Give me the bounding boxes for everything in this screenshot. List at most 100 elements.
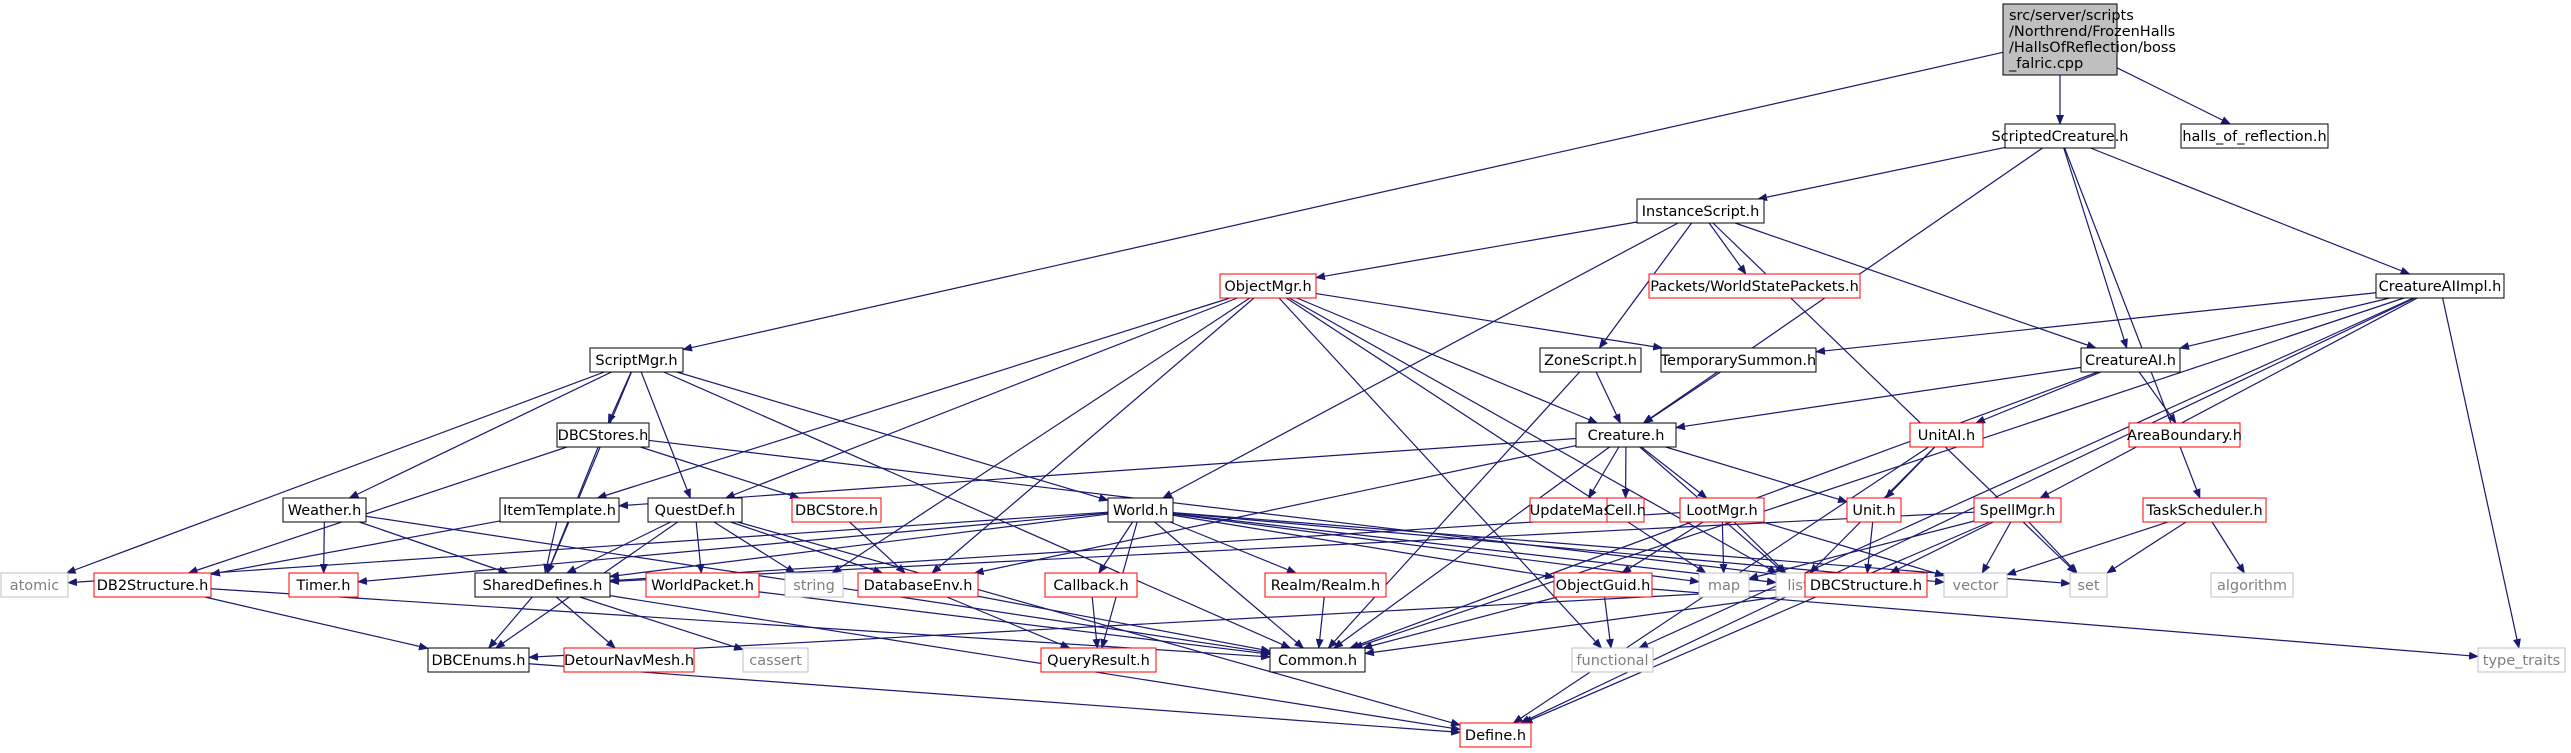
edge-scriptmgr-to-common [663, 371, 1292, 649]
node-dbcstore[interactable]: DBCStore.h [791, 497, 882, 523]
node-define[interactable]: Define.h [1459, 722, 1532, 748]
node-type_traits[interactable]: type_traits [2477, 647, 2566, 673]
node-dbcstructure[interactable]: DBCStructure.h [1804, 572, 1928, 598]
node-halls_of_reflection[interactable]: halls_of_reflection.h [2180, 123, 2329, 149]
edge-world-to-realm [1169, 521, 1297, 574]
edge-realm-to-common [1315, 596, 1325, 649]
node-common[interactable]: Common.h [1269, 647, 1366, 673]
node-cell[interactable]: Cell.h [1605, 497, 1646, 523]
node-string[interactable]: string [784, 572, 844, 598]
node-realm[interactable]: Realm/Realm.h [1264, 572, 1387, 598]
edge-weather-to-timer [319, 521, 328, 574]
node-label: Define.h [1465, 728, 1526, 744]
node-questdef[interactable]: QuestDef.h [647, 497, 743, 523]
edge-world-to-vector [1172, 512, 1945, 586]
node-map[interactable]: map [1698, 572, 1750, 598]
node-areaboundary[interactable]: AreaBoundary.h [2127, 422, 2242, 448]
node-detournavmesh[interactable]: DetourNavMesh.h [563, 647, 695, 673]
node-callback[interactable]: Callback.h [1044, 572, 1138, 598]
node-creatureai[interactable]: CreatureAI.h [2080, 347, 2181, 373]
edge-lootmgr-to-vector [1762, 521, 1945, 577]
node-atomic[interactable]: atomic [0, 572, 69, 598]
node-world[interactable]: World.h [1107, 497, 1174, 523]
node-databaseenv[interactable]: DatabaseEnv.h [857, 572, 979, 598]
node-label: QueryResult.h [1047, 653, 1150, 669]
node-label: CreatureAI.h [2085, 353, 2176, 369]
node-label: DBCStore.h [795, 503, 878, 519]
edge-databaseenv-to-common [977, 595, 1271, 654]
edge-world-to-common [1154, 521, 1305, 649]
node-taskscheduler[interactable]: TaskScheduler.h [2142, 497, 2267, 523]
node-label: TaskScheduler.h [2145, 503, 2262, 519]
node-spellmgr[interactable]: SpellMgr.h [1973, 497, 2062, 523]
edge-world-to-callback [1098, 521, 1134, 574]
node-worldpacket[interactable]: WorldPacket.h [645, 572, 760, 598]
node-objectguid[interactable]: ObjectGuid.h [1553, 572, 1653, 598]
edge-world-to-atomic [67, 511, 1109, 587]
node-lootmgr[interactable]: LootMgr.h [1679, 497, 1765, 523]
node-creature[interactable]: Creature.h [1575, 422, 1677, 448]
node-set[interactable]: set [2069, 572, 2108, 598]
node-algorithm[interactable]: algorithm [2210, 572, 2294, 598]
edge-db2structure-to-common [210, 588, 1271, 661]
root-file-node[interactable]: src/server/scripts/Northrend/FrozenHalls… [2002, 3, 2176, 76]
node-itemtemplate[interactable]: ItemTemplate.h [499, 497, 620, 523]
node-label: Callback.h [1053, 578, 1128, 594]
node-objectmgr[interactable]: ObjectMgr.h [1219, 273, 1317, 299]
node-dbcenums[interactable]: DBCEnums.h [427, 647, 530, 673]
root-file-label-line: /Northrend/FrozenHalls [2009, 24, 2175, 40]
node-dbcstores[interactable]: DBCStores.h [556, 422, 650, 448]
edge-dbcstores-to-dbcstore [640, 446, 801, 500]
node-zonescript[interactable]: ZoneScript.h [1539, 347, 1642, 373]
node-unit[interactable]: Unit.h [1846, 497, 1902, 523]
node-label: ItemTemplate.h [503, 503, 616, 519]
edge-creatureaiimpl-to-define [1519, 297, 2416, 724]
edge-questdef-to-define [737, 521, 1461, 727]
edge-world-to-list [1172, 513, 1777, 586]
node-label: SharedDefines.h [483, 578, 603, 594]
node-label: set [2077, 578, 2099, 594]
node-timer[interactable]: Timer.h [288, 572, 359, 598]
node-label: vector [1953, 578, 1999, 594]
node-label: map [1708, 578, 1740, 594]
edge-worldpacket-to-common [758, 591, 1271, 658]
node-label: atomic [10, 578, 60, 594]
edge-creature-to-itemtemplate [618, 437, 1577, 510]
node-db2structure[interactable]: DB2Structure.h [93, 572, 212, 598]
node-scriptmgr[interactable]: ScriptMgr.h [589, 347, 684, 373]
node-vector[interactable]: vector [1943, 572, 2008, 598]
node-label: string [793, 578, 835, 594]
edge-world-to-objectguid [1172, 514, 1555, 580]
node-scriptedcreature[interactable]: ScriptedCreature.h [1992, 123, 2129, 149]
node-weather[interactable]: Weather.h [282, 497, 367, 523]
node-queryresult[interactable]: QueryResult.h [1040, 647, 1157, 673]
edge-taskscheduler-to-algorithm [2211, 521, 2245, 574]
edge-itemtemplate-to-db2structure [210, 520, 501, 577]
node-label: ScriptMgr.h [595, 353, 677, 369]
edge-instancescript-to-creatureai [1734, 222, 2097, 349]
node-label: algorithm [2217, 578, 2287, 594]
node-functional[interactable]: functional [1571, 647, 1654, 673]
node-label: halls_of_reflection.h [2182, 129, 2326, 145]
edge-zonescript-to-common [1327, 371, 1581, 649]
edge-shareddefines-to-dbcenums [488, 596, 533, 649]
node-temporarysummon[interactable]: TemporarySummon.h [1660, 347, 1817, 373]
edge-objectmgr-to-questdef [724, 297, 1238, 499]
node-unitai[interactable]: UnitAI.h [1909, 422, 1984, 448]
edge-questdef-to-string [713, 521, 796, 574]
node-shareddefines[interactable]: SharedDefines.h [474, 572, 611, 598]
node-instancescript[interactable]: InstanceScript.h [1636, 198, 1765, 224]
edge-scriptmgr-to-atomic [65, 371, 605, 574]
node-creatureaiimpl[interactable]: CreatureAIImpl.h [2375, 273, 2505, 299]
edge-shareddefines-to-define [609, 595, 1461, 732]
edge-creature-to-updatemask [1588, 446, 1620, 499]
edge-scriptmgr-to-questdef [640, 371, 691, 499]
node-label: ObjectMgr.h [1224, 279, 1311, 295]
node-packets_worldstate[interactable]: Packets/WorldStatePackets.h [1648, 273, 1861, 299]
edge-root-to-scriptmgr [682, 51, 2004, 352]
node-cassert[interactable]: cassert [742, 647, 809, 673]
root-file-label-line: _falric.cpp [2008, 56, 2083, 72]
node-label: Realm/Realm.h [1271, 578, 1380, 594]
edge-dbcstore-to-databaseenv [849, 521, 906, 574]
